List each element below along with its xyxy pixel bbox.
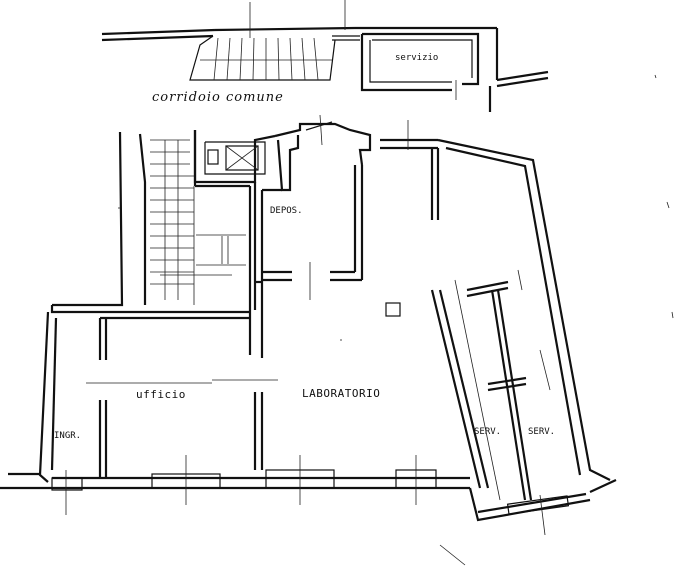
drawing-marks: [118, 74, 674, 341]
office-label: ufficio: [136, 388, 186, 401]
laboratory-label: LABORATORIO: [302, 387, 380, 400]
storage-label: DEPOS.: [270, 206, 303, 216]
entrance-label: INGR.: [54, 431, 81, 441]
outer-walls: [0, 138, 617, 566]
partitions: [86, 114, 551, 501]
service-left-label: SERV.: [474, 427, 501, 437]
service-right-label: SERV.: [528, 427, 555, 437]
corridor-label: corridoio comune: [152, 90, 284, 105]
stairwell: [52, 130, 276, 310]
corridor-block: [101, 0, 549, 112]
service-top-label: servizio: [395, 53, 438, 63]
